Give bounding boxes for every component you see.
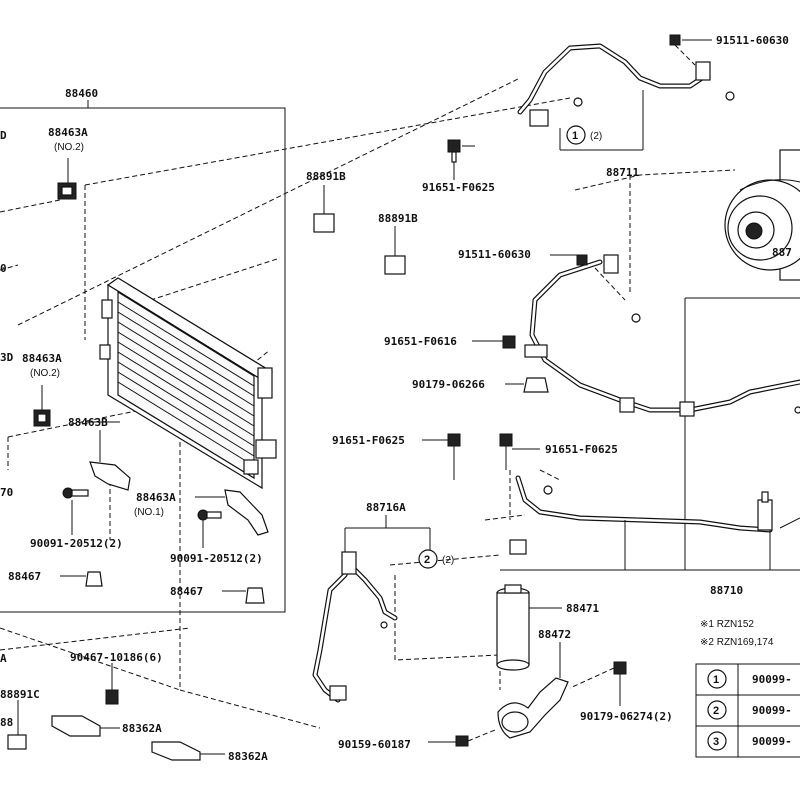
cushion-88467-right (222, 587, 265, 604)
circle-ref-top: 1 (566, 125, 586, 145)
svg-text:1: 1 (713, 674, 719, 686)
part-label-91651-f0625-b[interactable]: 91651-F0625 (332, 434, 405, 447)
part-label-88891b-2[interactable]: 88891B (378, 212, 418, 225)
receiver-drier-88471 (496, 584, 562, 671)
svg-text:1: 1 (572, 130, 578, 142)
bolt-91511-top (669, 34, 712, 66)
compressor (724, 149, 800, 281)
part-label-88716a[interactable]: 88716A (366, 501, 406, 514)
bracket-88362a-1 (51, 715, 120, 737)
part-label-88463b[interactable]: 88463B (68, 416, 108, 429)
part-label-88891c[interactable]: 88891C (0, 688, 40, 701)
part-label-90467[interactable]: 90467-10186(6) (70, 651, 163, 664)
legend-part-2: 90099- (752, 704, 792, 717)
part-label-88467-right[interactable]: 88467 (170, 585, 203, 598)
clip-88891b-2 (384, 226, 406, 275)
clip-88463a-mid (33, 385, 51, 427)
bolt-91511-mid (550, 254, 588, 266)
edge-label-0: 0 (0, 262, 7, 275)
circle-count-top: (2) (590, 131, 602, 142)
bolt-90159 (428, 729, 496, 747)
nut-90467 (105, 663, 119, 705)
legend-row-1: 1 90099- (707, 669, 792, 689)
edge-label-d-top: D (0, 129, 7, 142)
bolt-90091-right (197, 509, 222, 548)
clip-88891b-1 (313, 185, 335, 233)
pipe-88711 (517, 43, 735, 151)
edge-label-a: A (0, 652, 7, 665)
bolt-91651-f0625-b (422, 433, 461, 480)
no1-note: (NO.1) (134, 507, 164, 518)
part-label-88460[interactable]: 88460 (65, 87, 98, 100)
part-label-88467-left[interactable]: 88467 (8, 570, 41, 583)
part-label-88362a-2[interactable]: 88362A (228, 750, 268, 763)
part-label-91511-mid[interactable]: 91511-60630 (458, 248, 531, 261)
no2-note-top: (NO.2) (54, 142, 84, 153)
bolt-91651-f0625-a (447, 139, 475, 180)
part-label-88472[interactable]: 88472 (538, 628, 571, 641)
legend-part-3: 90099- (752, 735, 792, 748)
part-label-88471[interactable]: 88471 (566, 602, 599, 615)
part-label-91651-f0625-a[interactable]: 91651-F0625 (422, 181, 495, 194)
circle-ref-mid: 2 (418, 549, 438, 569)
part-label-90091-right[interactable]: 90091-20512(2) (170, 552, 263, 565)
no2-note-mid: (NO.2) (30, 368, 60, 379)
clamp-90179-06266 (505, 377, 549, 393)
circle-count-mid: (2) (442, 555, 454, 566)
part-label-90179-06274[interactable]: 90179-06274(2) (580, 710, 673, 723)
clip-88891c (7, 700, 27, 750)
bolt-91651-f0625-c (499, 433, 540, 470)
part-label-88463a-mid[interactable]: 88463A (22, 352, 62, 365)
part-label-887-cut[interactable]: 887 (772, 246, 792, 259)
legend-row-3: 3 90099- (707, 731, 792, 751)
part-label-88710[interactable]: 88710 (710, 584, 743, 597)
part-label-91511-top[interactable]: 91511-60630 (716, 34, 789, 47)
clip-88463a-top (57, 158, 77, 200)
part-label-88463a-top[interactable]: 88463A (48, 126, 88, 139)
part-label-88891b-1[interactable]: 88891B (306, 170, 346, 183)
edge-label-d-mid: 3D (0, 351, 14, 364)
part-label-90179-06266[interactable]: 90179-06266 (412, 378, 485, 391)
edge-label-70: 70 (0, 486, 13, 499)
part-label-88362a-1[interactable]: 88362A (122, 722, 162, 735)
bracket-88472 (497, 642, 569, 739)
dashed-leaders (0, 77, 736, 729)
part-label-91651-f0616[interactable]: 91651-F0616 (384, 335, 457, 348)
bracket-88362a-2 (151, 741, 225, 761)
pipe-suction-mid (524, 254, 800, 417)
bolt-91651-f0616 (472, 335, 516, 349)
bracket-88463b (85, 421, 131, 491)
svg-text:2: 2 (713, 705, 719, 717)
part-label-91651-f0625-c[interactable]: 91651-F0625 (545, 443, 618, 456)
legend-part-1: 90099- (752, 673, 792, 686)
part-label-88463a-no1[interactable]: 88463A (136, 491, 176, 504)
legend-table: 1 90099- 2 90099- 3 90099- (695, 663, 800, 758)
bolt-90179-06274 (569, 661, 627, 706)
cushion-88467-left (60, 571, 103, 587)
bolt-90091-left (62, 487, 89, 535)
note-rzn169-174: ※2 RZN169,174 (700, 637, 774, 648)
pipe-88716a (312, 515, 431, 703)
part-label-90159[interactable]: 90159-60187 (338, 738, 411, 751)
condenser-group-box: 88460 (0, 87, 286, 613)
part-label-88711[interactable]: 88711 (606, 166, 639, 179)
legend-row-2: 2 90099- (707, 700, 792, 720)
condenser-core (99, 277, 277, 490)
note-rzn152: ※1 RZN152 (700, 619, 754, 630)
edge-label-88: 88 (0, 716, 13, 729)
svg-text:2: 2 (424, 554, 430, 566)
svg-text:3: 3 (713, 736, 719, 748)
bracket-88463a-no1 (195, 489, 269, 536)
pipe-88710 (500, 475, 800, 571)
part-label-90091-left[interactable]: 90091-20512(2) (30, 537, 123, 550)
